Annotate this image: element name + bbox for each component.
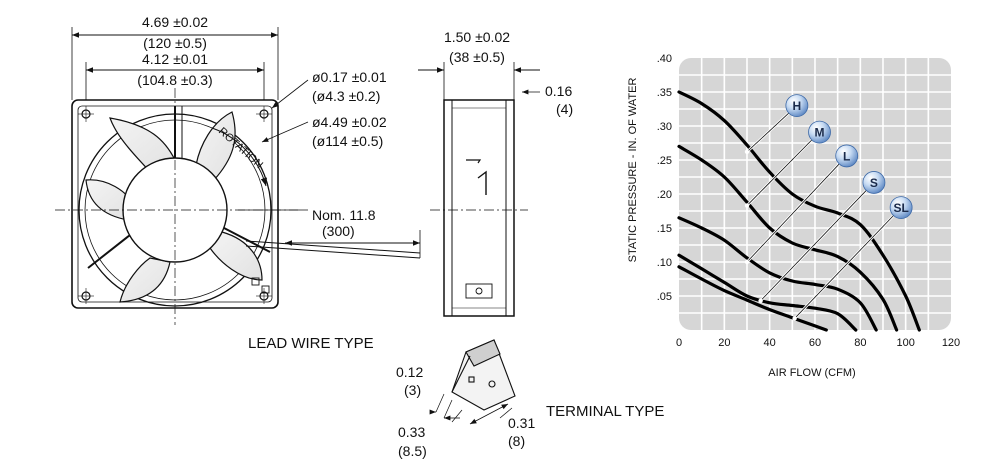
curve-s [677, 253, 858, 332]
leader-sl [794, 207, 902, 319]
flange-mm: (4) [556, 101, 573, 117]
x-tick-label: 20 [718, 337, 730, 349]
y-tick-label: .20 [657, 189, 672, 201]
front-view [55, 27, 421, 325]
curve-m [677, 144, 899, 332]
venturi-dia-mm: (ø114 ±0.5) [312, 133, 383, 149]
x-tick-label: 40 [764, 337, 776, 349]
y-tick-label: .25 [657, 155, 672, 167]
x-tick-label: 60 [809, 337, 821, 349]
depth-mm: (38 ±0.5) [449, 49, 505, 65]
label-m: M [815, 126, 825, 140]
label-bubble-sl [889, 196, 913, 220]
terminal-width-mm: (3) [404, 382, 421, 398]
terminal-tab-in: 0.33 [398, 424, 425, 440]
label-sl: SL [893, 201, 908, 215]
y-tick-label: .10 [657, 257, 672, 269]
terminal-length-mm: (8) [508, 433, 525, 449]
lead-length-mm: (300) [322, 223, 355, 239]
leader-m [746, 131, 820, 206]
hole-spacing-in: 4.12 ±0.01 [142, 51, 208, 67]
label-h: H [793, 99, 802, 113]
x-tick-label: 80 [854, 337, 866, 349]
flange-in: 0.16 [545, 83, 572, 99]
y-axis-label: STATIC PRESSURE - IN. OF WATER [627, 78, 639, 263]
terminal-caption: TERMINAL TYPE [546, 403, 664, 420]
label-bubble-l [835, 144, 859, 168]
leader-l [746, 155, 848, 263]
label-l: L [843, 149, 850, 163]
terminal-tab-mm: (8.5) [398, 443, 427, 459]
anchor-dot [792, 316, 797, 321]
depth-in: 1.50 ±0.02 [444, 29, 510, 45]
leader-s [760, 182, 875, 302]
label-s: S [870, 176, 878, 190]
terminal-length-in: 0.31 [508, 415, 535, 431]
y-tick-label: .40 [657, 53, 672, 65]
anchor-dot [744, 259, 750, 265]
hole-dia-in: ø0.17 ±0.01 [312, 69, 387, 85]
y-tick-label: .15 [657, 223, 672, 235]
venturi-dia-in: ø4.49 ±0.02 [312, 114, 387, 130]
y-tick-label: .05 [657, 291, 672, 303]
terminal-width-in: 0.12 [396, 364, 423, 380]
anchor-dot [744, 149, 750, 155]
x-tick-label: 0 [676, 337, 682, 349]
hole-spacing-mm: (104.8 ±0.3) [137, 72, 212, 88]
x-tick-label: 100 [896, 337, 914, 349]
overall-width-mm: (120 ±0.5) [143, 35, 207, 51]
hole-dia-mm: (ø4.3 ±0.2) [312, 88, 380, 104]
lead-wire-caption: LEAD WIRE TYPE [248, 335, 374, 352]
terminal-view [429, 339, 516, 425]
y-tick-label: .30 [657, 121, 672, 133]
label-bubble-s [862, 171, 886, 194]
x-tick-label: 120 [942, 337, 960, 349]
curve-sl [677, 265, 828, 332]
y-tick-label: .35 [657, 87, 672, 99]
lead-length-in: Nom. 11.8 [312, 207, 376, 223]
anchor-dot [744, 203, 750, 208]
side-view [418, 62, 540, 317]
label-bubble-h [785, 94, 809, 117]
anchor-dot [758, 298, 763, 303]
label-bubble-m [808, 120, 831, 144]
overall-width-in: 4.69 ±0.02 [142, 14, 208, 30]
x-axis-label: AIR FLOW (CFM) [768, 367, 855, 379]
